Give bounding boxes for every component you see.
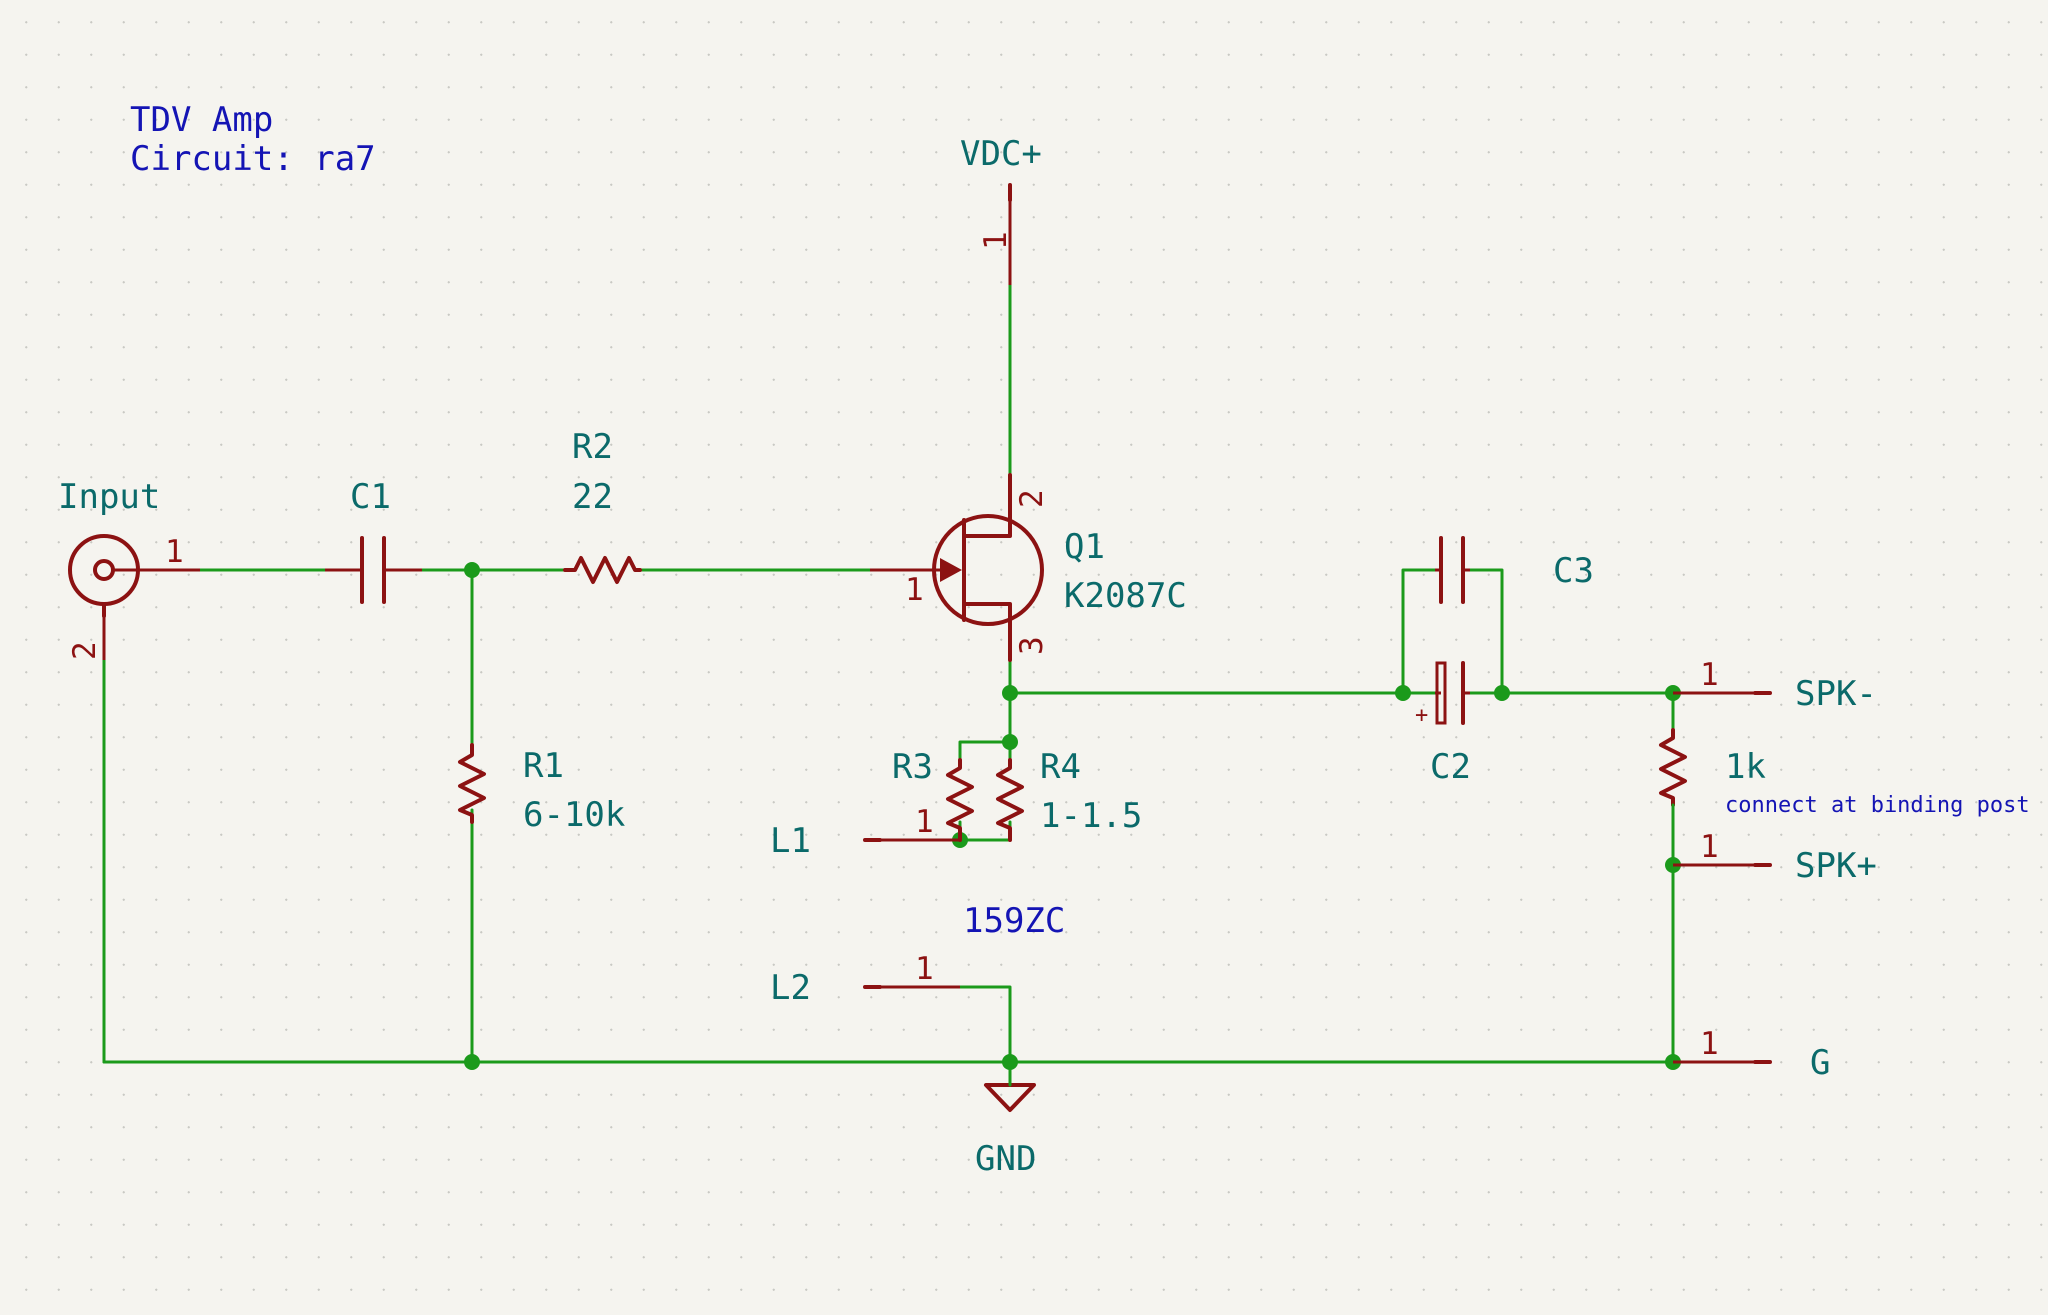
- spk-minus-label: SPK-: [1795, 674, 1877, 714]
- transistor-q1[interactable]: Q1 K2087C 1 2 3: [870, 473, 1187, 662]
- input-pin1: 1: [165, 534, 184, 570]
- resistor-r4[interactable]: R4 1-1.5: [996, 747, 1142, 842]
- r1-value: 6-10k: [523, 795, 625, 835]
- ground-icon: [984, 1083, 1036, 1112]
- connector-l2[interactable]: L2 1: [770, 951, 960, 1008]
- connector-l1[interactable]: L1 1: [770, 804, 960, 861]
- resistor-load[interactable]: 1k connect at binding post: [1659, 728, 2030, 867]
- r1-ref: R1: [523, 746, 564, 786]
- q1-value: K2087C: [1064, 576, 1187, 616]
- spk-plus-pin: 1: [1700, 829, 1719, 865]
- connector-g[interactable]: 1 G: [1673, 1026, 1830, 1083]
- input-ref: Input: [58, 477, 160, 517]
- title-line-2: Circuit: ra7: [130, 139, 376, 179]
- power-vdc[interactable]: VDC+ 1: [960, 134, 1042, 285]
- r4-ref: R4: [1040, 747, 1081, 787]
- input-pin2: 2: [67, 641, 103, 660]
- l2-pin: 1: [915, 951, 934, 987]
- c3-ref: C3: [1553, 551, 1594, 591]
- r2-ref: R2: [572, 427, 613, 467]
- capacitor-c2[interactable]: + C2: [1415, 661, 1471, 787]
- c2-polarity: +: [1415, 703, 1428, 728]
- g-pin: 1: [1700, 1026, 1719, 1062]
- input-connector[interactable]: Input 1 2: [58, 477, 200, 660]
- r4-value: 1-1.5: [1040, 796, 1142, 836]
- c2-positive-plate-icon: [1435, 661, 1447, 725]
- q1-ref: Q1: [1064, 527, 1105, 567]
- gate-arrow-icon: [940, 558, 962, 582]
- load-value: 1k: [1725, 747, 1766, 787]
- title-line-1: TDV Amp: [130, 100, 273, 140]
- r3-ref: R3: [892, 747, 933, 787]
- l2-ref: L2: [770, 968, 811, 1008]
- coax-center-icon: [93, 559, 115, 581]
- c2-ref: C2: [1430, 747, 1471, 787]
- spk-minus-pin: 1: [1700, 657, 1719, 693]
- load-note: connect at binding post: [1725, 793, 2030, 818]
- capacitor-c3[interactable]: C3: [1435, 536, 1594, 604]
- vdc-pin: 1: [978, 231, 1014, 250]
- r2-value: 22: [572, 477, 613, 517]
- l1-pin: 1: [915, 804, 934, 840]
- q1-pin-drain: 2: [1014, 489, 1050, 508]
- g-label: G: [1810, 1043, 1830, 1083]
- spk-plus-label: SPK+: [1795, 846, 1877, 886]
- resistor-r2[interactable]: R2 22: [563, 427, 642, 584]
- vdc-label: VDC+: [960, 134, 1042, 174]
- resistor-r1[interactable]: R1 6-10k: [458, 743, 625, 835]
- capacitor-c1[interactable]: C1: [325, 477, 422, 604]
- q1-pin-gate: 1: [905, 572, 924, 608]
- gnd-label: GND: [975, 1139, 1036, 1179]
- resistor-r3[interactable]: R3: [892, 747, 974, 842]
- connector-spk-minus[interactable]: 1 SPK-: [1673, 657, 1877, 714]
- c1-ref: C1: [350, 477, 391, 517]
- l1-ref: L1: [770, 821, 811, 861]
- ground-symbol[interactable]: GND: [975, 1060, 1036, 1179]
- q1-pin-source: 3: [1014, 636, 1050, 655]
- inductor-note: 159ZC: [963, 901, 1065, 941]
- connector-spk-plus[interactable]: 1 SPK+: [1673, 829, 1877, 886]
